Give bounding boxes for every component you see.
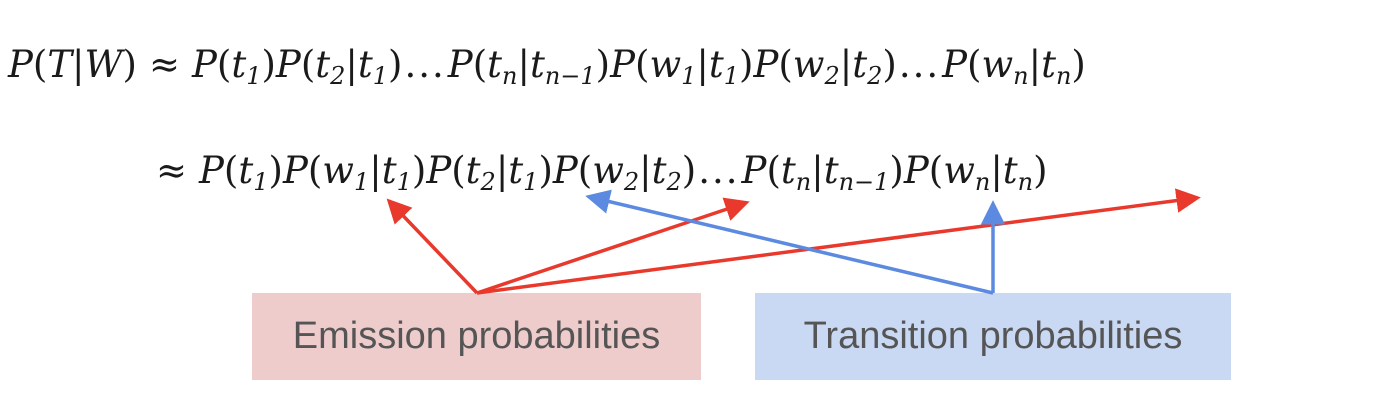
transition-arrow-t2 — [585, 189, 994, 295]
transition-probabilities-label: Transition probabilities — [755, 293, 1231, 380]
emission-arrow-w2 — [476, 197, 750, 295]
emission-label-text: Emission probabilities — [292, 315, 661, 357]
emission-arrow-wn — [476, 188, 1201, 295]
equation-line-1: P(T|W)≈P(t1)P(t2|t1)...P(tn|tn−1)P(w1|t1… — [8, 43, 1086, 90]
approx-operator-2: ≈ — [156, 149, 188, 192]
approx-operator-1: ≈ — [148, 43, 180, 86]
emission-arrow-w1 — [386, 198, 479, 295]
emission-probabilities-label: Emission probabilities — [252, 293, 701, 380]
transition-label-text: Transition probabilities — [803, 315, 1183, 357]
equation-line-2: ≈P(t1)P(w1|t1)P(t2|t1)P(w2|t2)...P(tn|tn… — [156, 149, 1048, 196]
